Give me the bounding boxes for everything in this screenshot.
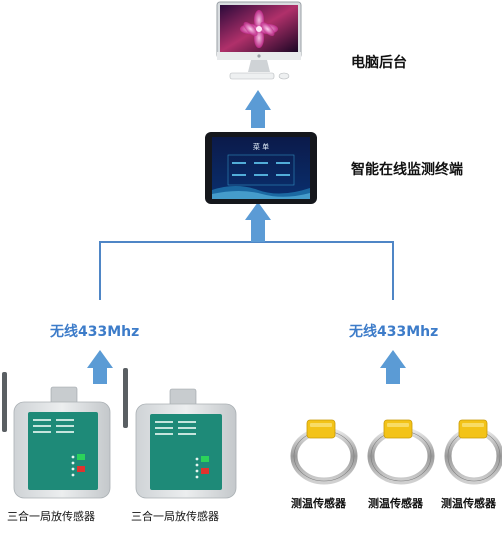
flower-wallpaper xyxy=(240,10,278,48)
connector-lines xyxy=(99,241,394,300)
wireless-label-right: 无线433Mhz xyxy=(349,324,439,340)
temperature-sensor-device-2 xyxy=(367,419,435,485)
terminal-label: 智能在线监测终端 xyxy=(351,162,463,178)
connector-left-to-terminal xyxy=(99,241,258,300)
partial-discharge-sensor-label-2: 三合一局放传感器 xyxy=(131,510,219,523)
temperature-sensor-label-3: 测温传感器 xyxy=(441,497,496,510)
temperature-sensor-label-2: 测温传感器 xyxy=(368,497,423,510)
wireless-label-left: 无线433Mhz xyxy=(50,324,140,340)
partial-discharge-sensor-device-1 xyxy=(2,372,111,499)
monitoring-terminal-icon: 菜 单 xyxy=(205,132,317,204)
temperature-sensor-device-1 xyxy=(290,419,358,485)
connector-right-to-terminal xyxy=(258,241,394,300)
temperature-sensor-label-1: 测温传感器 xyxy=(291,497,346,510)
desktop-computer-icon xyxy=(216,1,302,80)
partial-discharge-sensor-label-1: 三合一局放传感器 xyxy=(7,510,95,523)
temperature-sensor-device-3 xyxy=(444,419,502,485)
backend-label: 电脑后台 xyxy=(351,55,407,71)
terminal-screen-title: 菜 单 xyxy=(253,142,269,151)
arrow-up-left-sensors xyxy=(87,350,113,384)
arrows xyxy=(87,90,406,384)
arrow-up-terminal-to-backend xyxy=(245,90,271,128)
arrow-up-junction-to-terminal xyxy=(245,202,271,242)
arrow-up-right-sensors xyxy=(380,350,406,384)
partial-discharge-sensor-device-2 xyxy=(123,368,237,499)
